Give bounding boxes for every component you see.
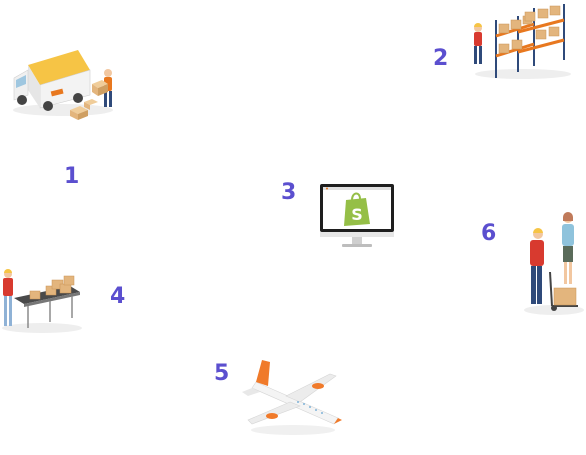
packing-conveyor-icon — [2, 269, 82, 333]
warehouse-shelves-icon — [474, 4, 571, 79]
delivery-truck-icon — [13, 50, 113, 120]
step-number-6: 6 — [481, 221, 497, 246]
customer-handoff-icon — [524, 212, 584, 315]
step-number-2: 2 — [433, 46, 449, 71]
shopify-monitor-icon: S — [320, 184, 394, 247]
step-number-4: 4 — [110, 284, 126, 309]
svg-text:S: S — [351, 205, 363, 224]
step-number-3: 3 — [281, 180, 297, 205]
airplane-icon — [242, 360, 342, 435]
step-number-1: 1 — [64, 164, 80, 189]
step-number-5: 5 — [214, 361, 230, 386]
